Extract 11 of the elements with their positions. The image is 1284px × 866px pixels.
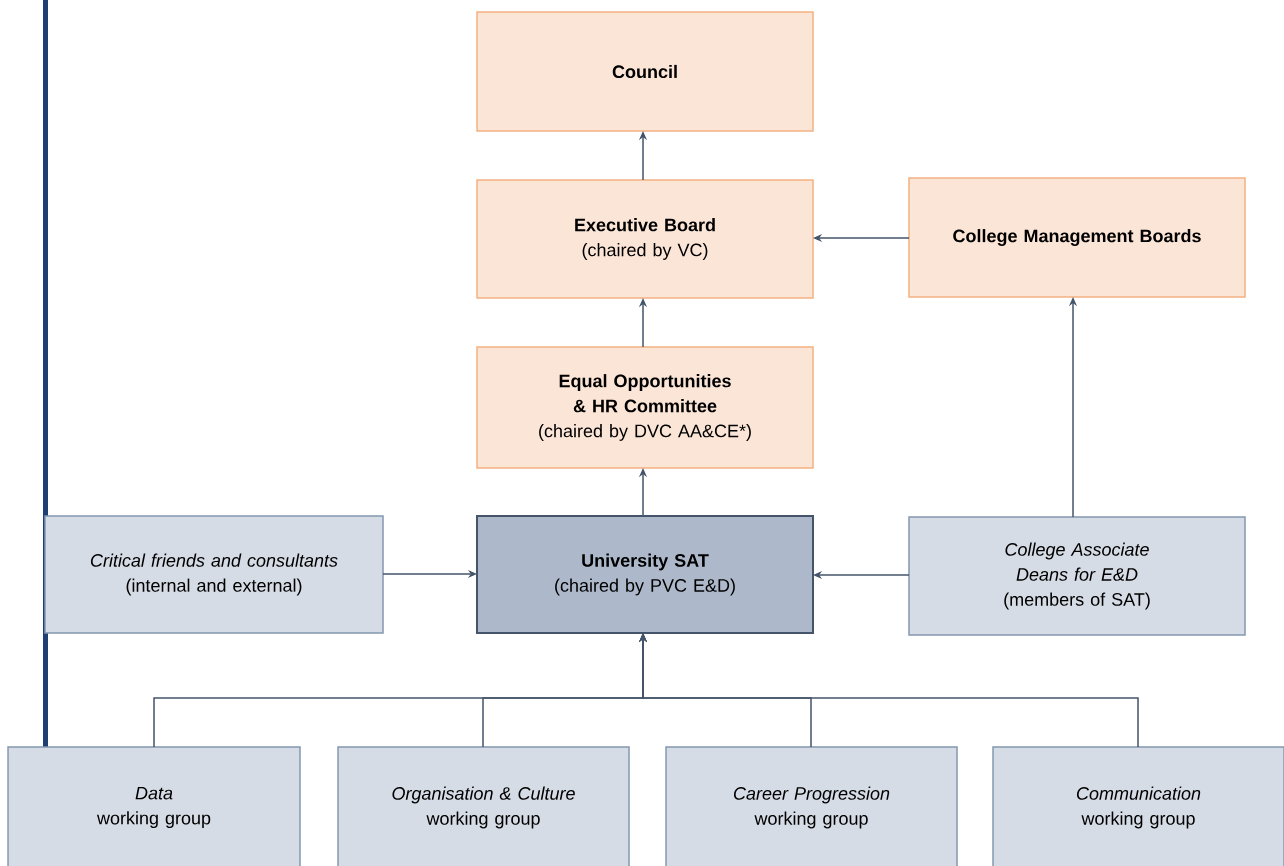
group-box: Communication working group [992, 746, 1284, 866]
committee-box: Equal Opportunities & HR Committee (chaired by DVC AA&CE*) [476, 346, 814, 469]
group-box: Career Progression working group [665, 746, 958, 866]
group-box: College Associate Deans for E&D (members of SAT) [908, 516, 1246, 636]
committee-box: Council [476, 11, 814, 132]
committee-box: Executive Board (chaired by VC) [476, 179, 814, 299]
group-box: Organisation & Culture working group [337, 746, 630, 866]
committee-box: College Management Boards [908, 177, 1246, 298]
hub-box: University SAT (chaired by PVC E&D) [476, 515, 814, 634]
group-box: Critical friends and consultants (internal and external) [44, 515, 384, 634]
group-box: Data working group [7, 746, 301, 866]
